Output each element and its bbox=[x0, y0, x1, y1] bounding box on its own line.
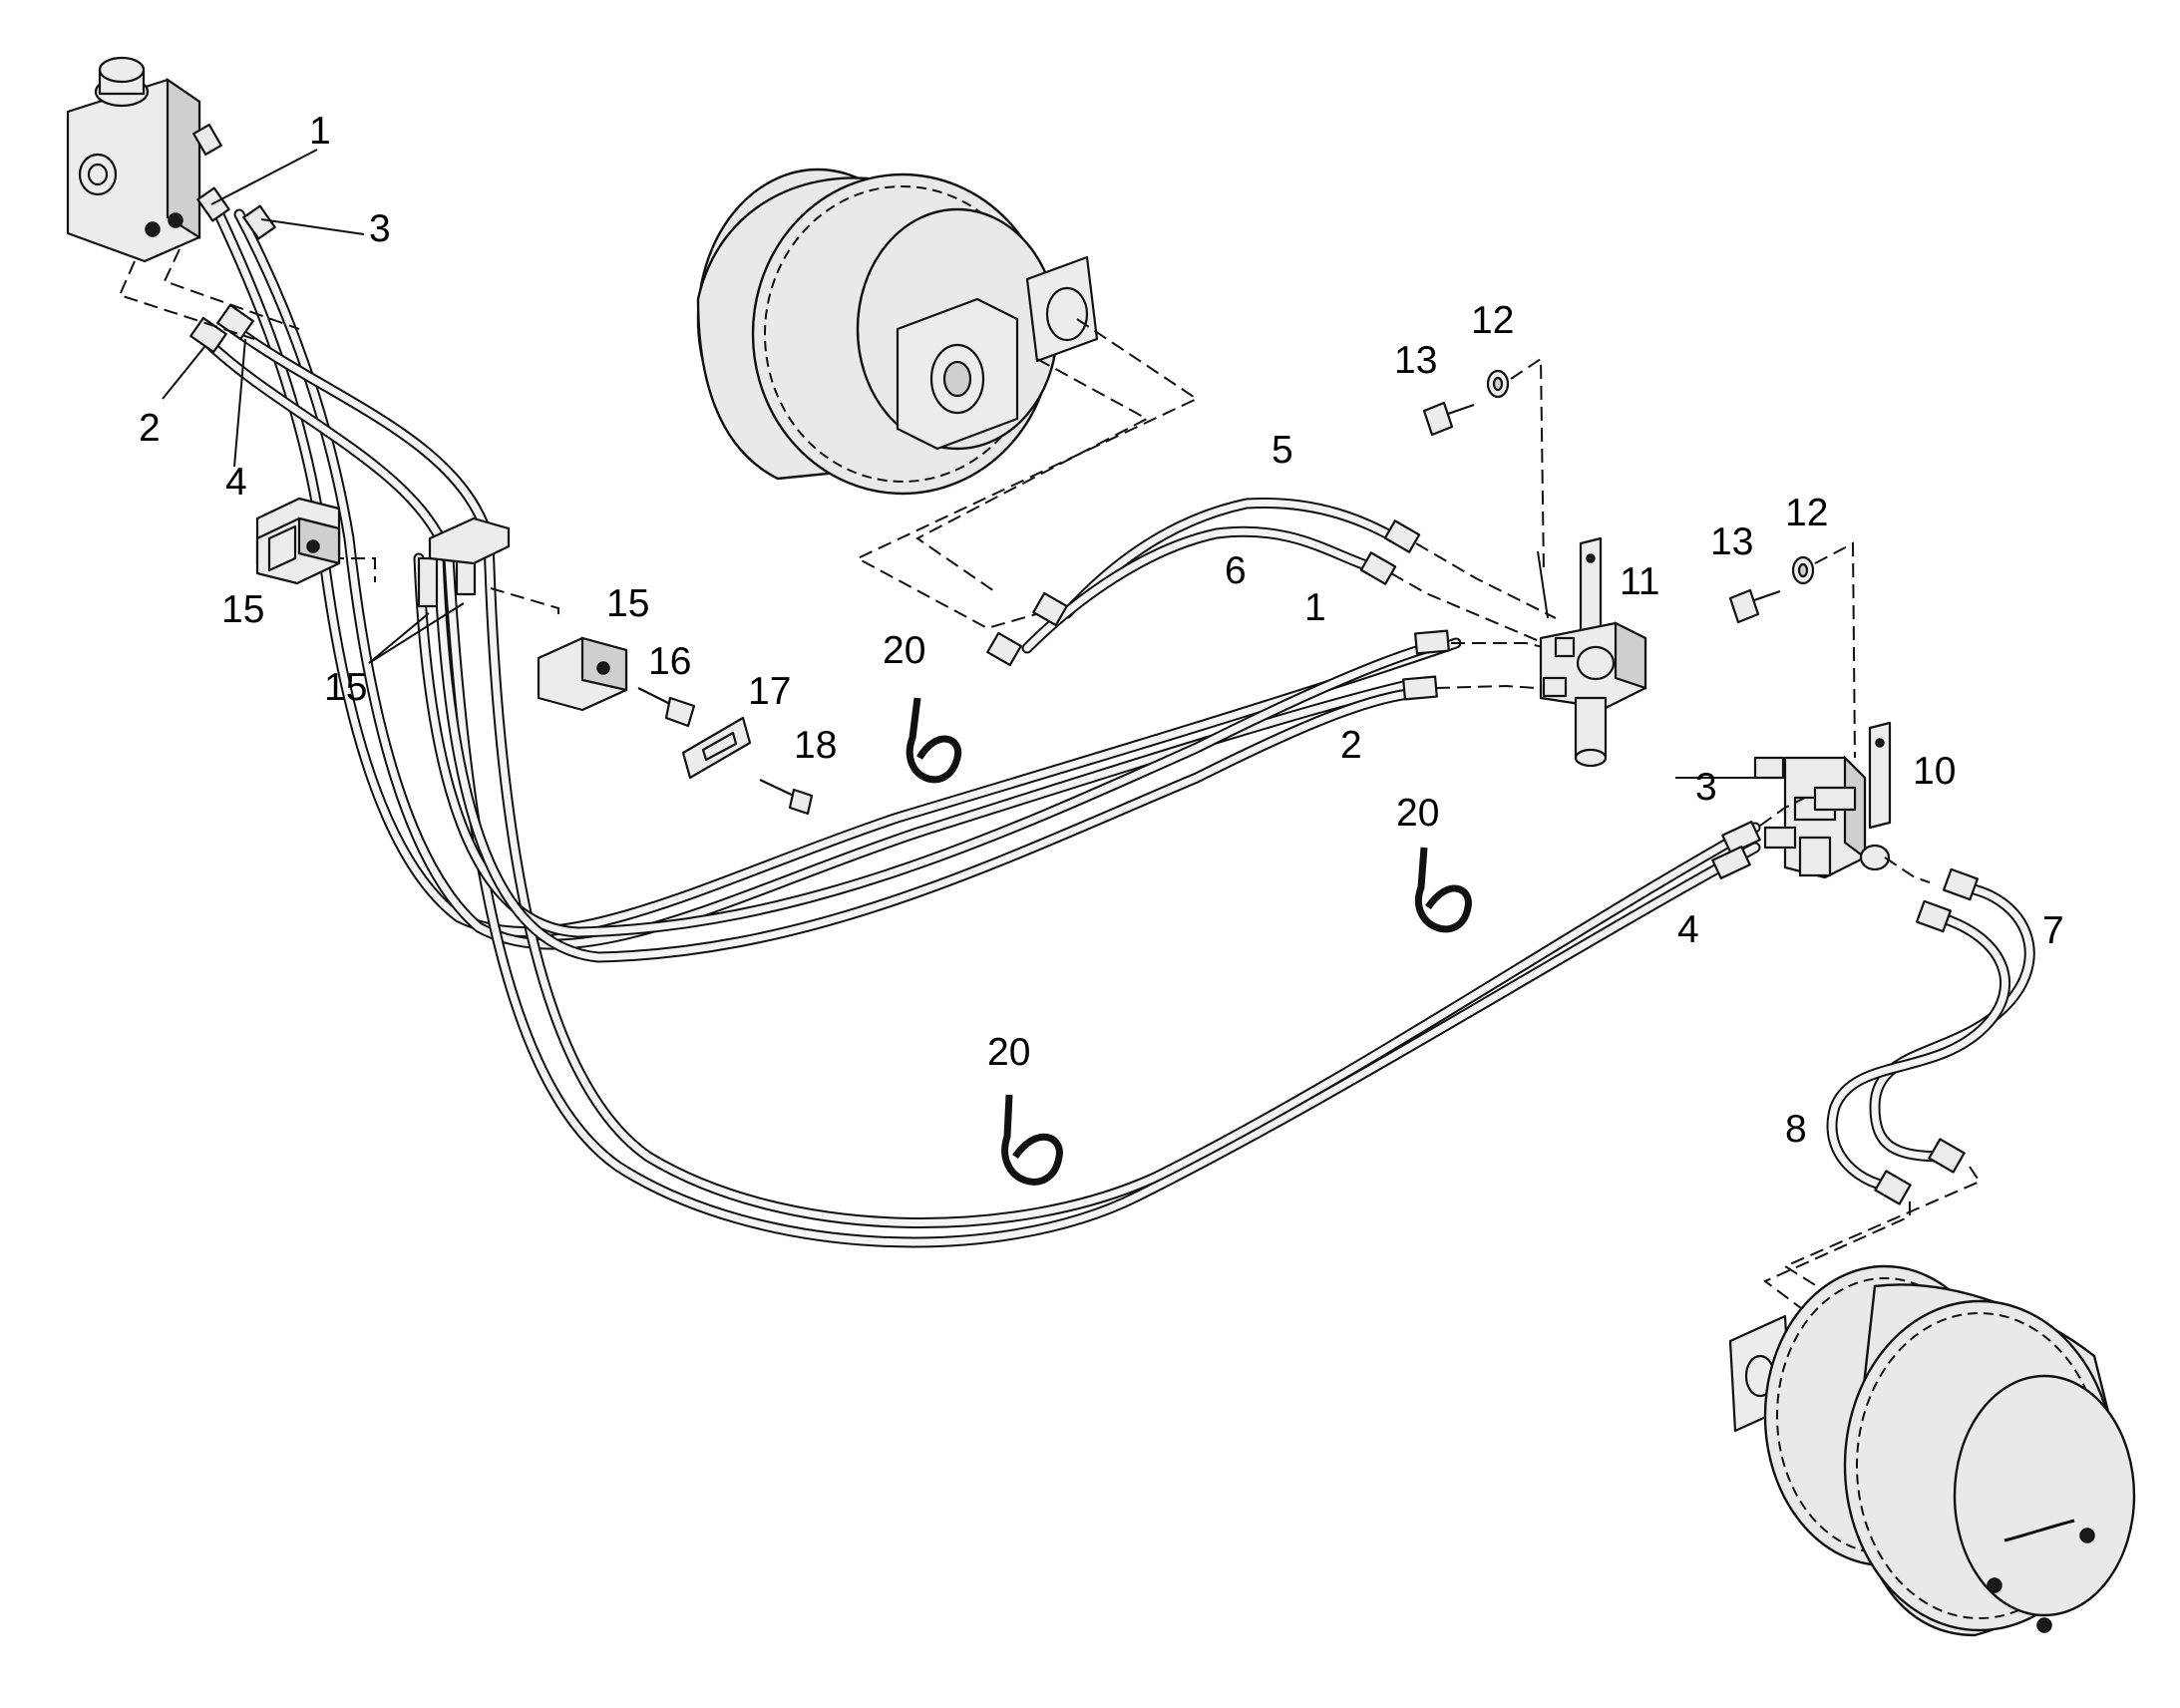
clamp-15-left bbox=[255, 516, 341, 585]
bolt-16 bbox=[637, 687, 696, 728]
motor-dash-line-1 bbox=[855, 318, 1200, 630]
hose-6 bbox=[986, 525, 1397, 667]
callout-3-top: 3 bbox=[369, 207, 391, 250]
hose-8-dash-2 bbox=[1763, 1201, 1911, 1327]
hose-5-dash bbox=[1415, 542, 1557, 619]
callout-12-lower: 12 bbox=[1785, 492, 1828, 534]
washer-12-lower bbox=[1791, 555, 1815, 585]
callout-12-upper: 12 bbox=[1471, 299, 1514, 342]
callout-11: 11 bbox=[1620, 560, 1660, 603]
callout-7: 7 bbox=[2042, 909, 2064, 952]
washer-12-upper bbox=[1486, 369, 1510, 399]
valve-11 bbox=[1539, 536, 1647, 768]
callout-1-top: 1 bbox=[309, 110, 331, 153]
callout-1-right: 1 bbox=[1304, 586, 1326, 629]
callout-5: 5 bbox=[1272, 429, 1293, 472]
callout-8: 8 bbox=[1785, 1108, 1807, 1151]
rear-drive-motor bbox=[1728, 1264, 2136, 1637]
bolt-13-lower bbox=[1728, 588, 1781, 624]
callout-10: 10 bbox=[1913, 750, 1956, 793]
callout-20-lower: 20 bbox=[987, 1031, 1030, 1074]
hose-6-dash bbox=[1390, 572, 1557, 649]
callout-20-upper: 20 bbox=[883, 629, 925, 672]
hose-bundle bbox=[203, 198, 1761, 1248]
bolt-13-upper bbox=[1422, 401, 1475, 437]
callout-13-upper: 13 bbox=[1394, 339, 1437, 382]
clamp-15-right bbox=[537, 636, 628, 712]
callout-15-right: 15 bbox=[606, 582, 649, 625]
bolt-dash-lower bbox=[1814, 541, 1856, 759]
valve-block bbox=[66, 56, 222, 263]
callout-4-right: 4 bbox=[1677, 908, 1699, 951]
callout-15-lower: 15 bbox=[324, 666, 367, 709]
callout-17: 17 bbox=[748, 670, 791, 713]
cable-tie-20-c bbox=[1001, 1094, 1063, 1186]
callout-16: 16 bbox=[648, 640, 691, 683]
callout-2-left: 2 bbox=[139, 407, 161, 450]
cable-tie-20-a bbox=[906, 697, 962, 784]
hose-1-2-fittings bbox=[1402, 629, 1557, 701]
hose-3-4-fittings bbox=[1711, 797, 1806, 879]
front-drive-motor bbox=[696, 168, 1099, 496]
hose-8 bbox=[1826, 899, 2011, 1205]
plate-17 bbox=[681, 716, 752, 780]
valve-10 bbox=[1753, 721, 1892, 879]
callout-20-middle: 20 bbox=[1396, 792, 1439, 835]
callout-18: 18 bbox=[794, 724, 837, 767]
bolt-18 bbox=[759, 779, 814, 816]
cable-tie-20-b bbox=[1415, 847, 1472, 933]
callout-15-left: 15 bbox=[221, 588, 264, 631]
callout-labels: 1 3 2 4 15 15 15 16 17 18 20 20 20 5 6 1… bbox=[139, 110, 2064, 1151]
motor-dash-line-2 bbox=[915, 358, 1150, 594]
callout-3-right: 3 bbox=[1695, 766, 1717, 809]
callout-4-left: 4 bbox=[225, 461, 247, 504]
callout-2-right: 2 bbox=[1340, 724, 1362, 767]
hose-5 bbox=[1061, 497, 1421, 619]
callout-6: 6 bbox=[1225, 549, 1247, 592]
callout-13-lower: 13 bbox=[1710, 520, 1753, 563]
bolt-dash-upper bbox=[1510, 357, 1545, 574]
valve-10-right-dash bbox=[1884, 856, 1931, 883]
hose-7 bbox=[1869, 867, 2035, 1163]
